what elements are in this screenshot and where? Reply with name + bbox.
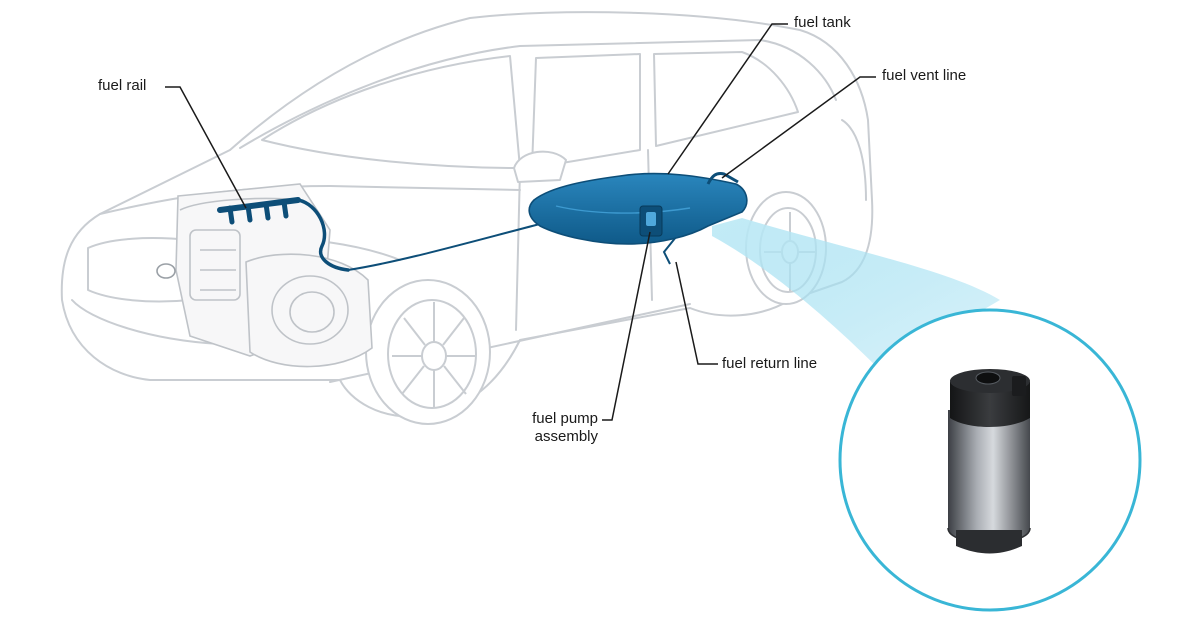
fuel-rail: [217, 197, 350, 272]
label-fuel-return-line: fuel return line: [722, 355, 818, 372]
fuel-pump-image: [947, 369, 1031, 554]
car-emblem: [156, 263, 176, 279]
label-fuel-pump-line1: fuel pump: [532, 410, 598, 427]
label-fuel-vent-line: fuel vent line: [882, 67, 967, 84]
label-fuel-rail: fuel rail: [98, 77, 147, 94]
leader-fuel-return-line: [675, 261, 718, 365]
label-fuel-pump-line2: assembly: [534, 428, 598, 445]
leader-fuel-rail: [165, 86, 247, 209]
leader-fuel-tank: [667, 23, 788, 175]
engine-block: [175, 183, 373, 368]
front-wheel: [365, 279, 491, 425]
label-fuel-pump-assembly: fuel pump assembly: [500, 410, 598, 446]
fuel-tank: [528, 172, 748, 245]
label-fuel-tank: fuel tank: [794, 14, 851, 31]
leader-fuel-pump-assembly: [602, 231, 651, 421]
fuel-pump-callout: [838, 308, 1142, 612]
leader-fuel-vent-line: [721, 76, 876, 179]
leader-lines: [165, 23, 876, 421]
